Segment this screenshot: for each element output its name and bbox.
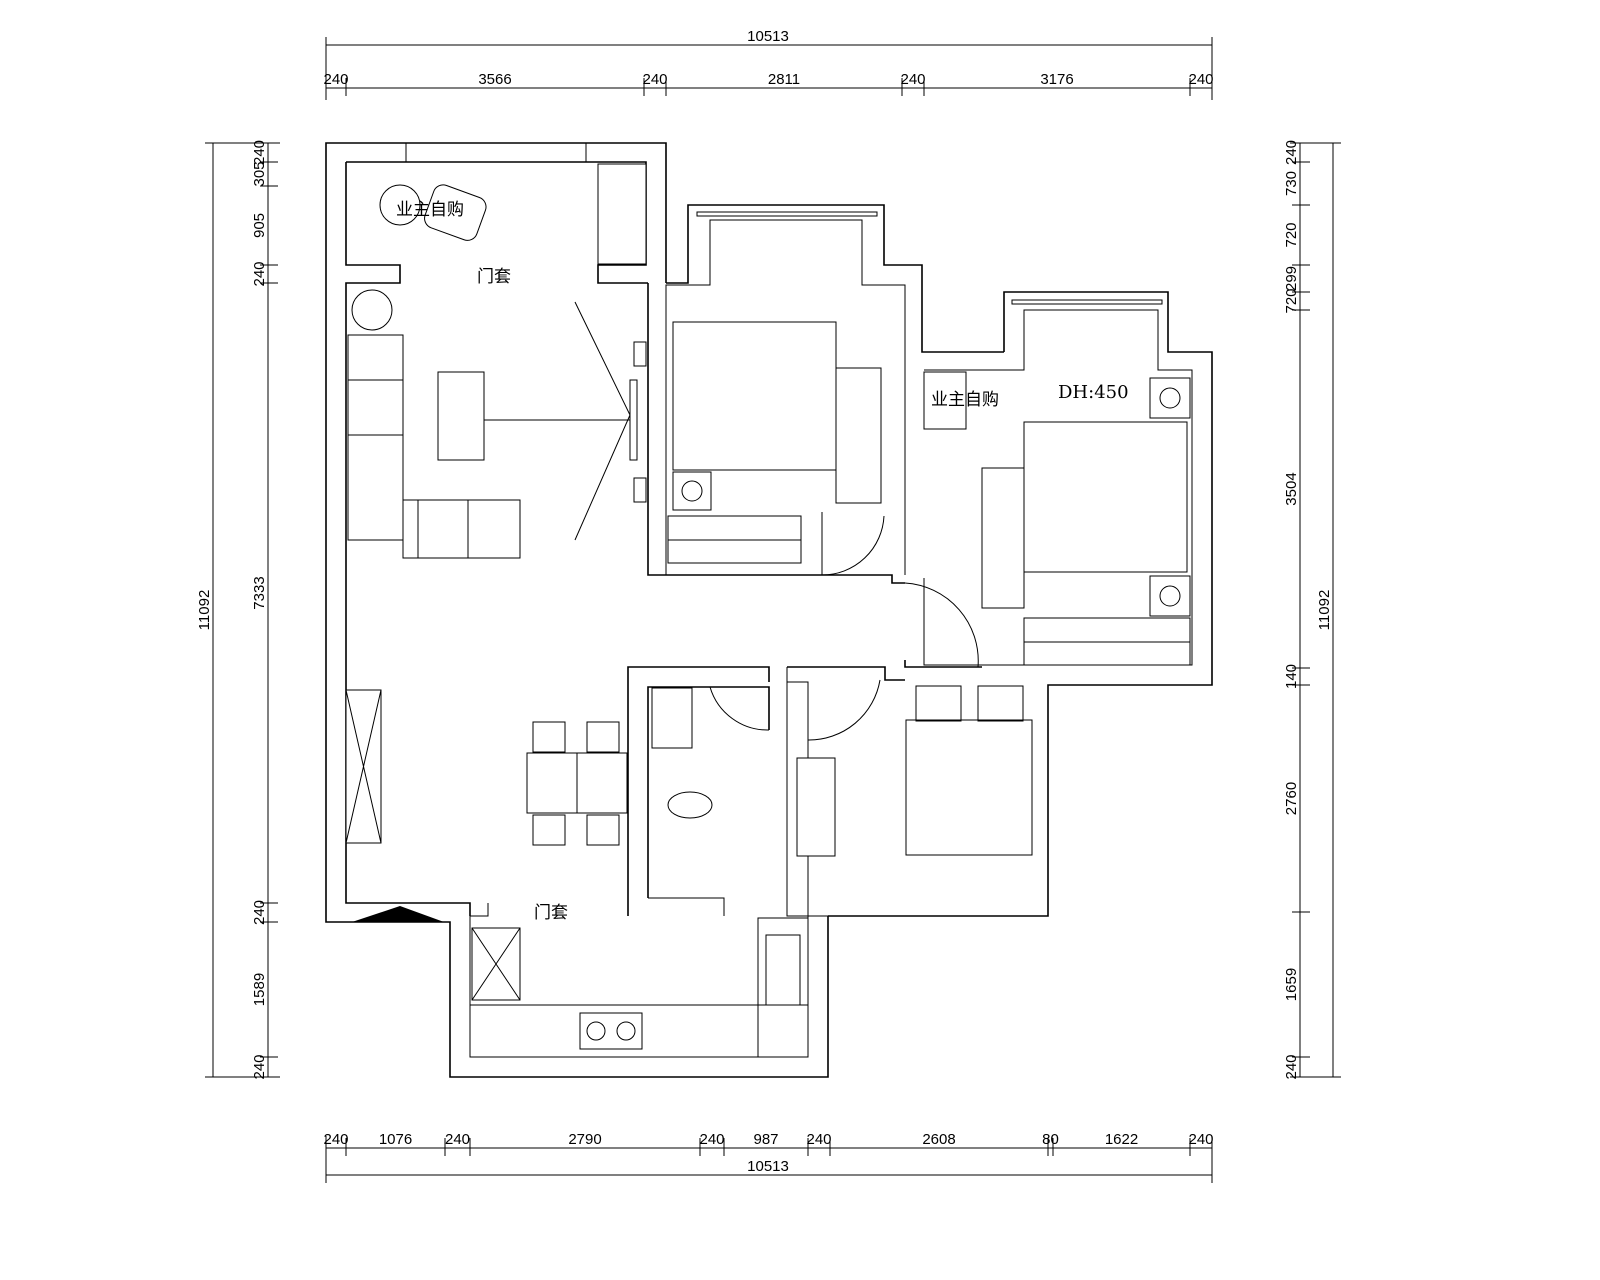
sink-icon [651,687,693,749]
dimension-label: 240 [806,1131,831,1148]
dimension-label: 1589 [251,973,268,1006]
entry-door-mat-icon [352,906,444,922]
nightstand-icon [1149,377,1191,419]
dimension-label: 240 [1283,140,1300,165]
dimension-label: 11092 [196,590,213,631]
dimension-label: 905 [251,213,268,238]
desk-icon [923,371,967,430]
dimension-label: 240 [900,71,925,88]
armchair-icon [424,184,487,241]
dimension-label: 730 [1283,171,1300,196]
dimension-lines: 240 3566 240 2811 240 3176 240 240 1076 240 2790 24… [196,28,1341,1183]
dimension-label: 10513 [747,1158,789,1175]
dimension-label: 11092 [1316,590,1333,631]
coffee-table-icon [437,371,485,461]
nightstand-icon [672,471,712,511]
dimension-label: 240 [445,1131,470,1148]
dimension-label: 240 [251,261,268,286]
dimension-label: 2608 [922,1131,955,1148]
dimension-label: 3566 [478,71,511,88]
sofa-icon [347,334,521,559]
dimension-label: 2811 [768,71,800,88]
dimension-label: 720 [1283,222,1300,247]
doors [484,301,979,741]
dimension-label: 240 [642,71,667,88]
door-frame-label: 门套 [534,903,568,923]
dimension-label: 240 [323,1131,348,1148]
bed-icon [1023,421,1188,573]
dimension-label: 299 [1283,266,1300,291]
chair-icon [532,721,566,753]
toilet-icon [667,791,713,819]
dimension-label: 2760 [1283,782,1300,815]
dimension-label: 140 [1283,664,1300,689]
bed-icon [672,321,837,471]
dimension-label: 240 [699,1131,724,1148]
plant-icon [351,289,393,331]
stove-icon [579,1012,643,1050]
furniture [345,163,1191,1050]
dimension-label: 240 [251,900,268,925]
room-labels: 门套 门套 业主自购 业主自购 DH:450 [396,200,1129,923]
dimension-label: 240 [323,71,348,88]
bed-icon [905,719,1033,856]
dimension-label: 987 [753,1131,778,1148]
chair-icon [586,721,620,753]
dimension-label: 240 [1283,1054,1300,1079]
owner-purchase-label: 业主自购 [931,390,999,410]
owner-purchase-label: 业主自购 [396,200,464,220]
desk-height-label: DH:450 [1058,382,1129,403]
dimension-label: 1622 [1105,1131,1138,1148]
dimension-label: 240 [251,140,268,165]
dimension-label: 2790 [568,1131,601,1148]
dimension-label: 80 [1042,1131,1059,1148]
dimension-label: 7333 [251,576,268,609]
dimension-label: 240 [251,1054,268,1079]
dimension-label: 3504 [1283,472,1300,505]
dimension-label: 1659 [1283,968,1300,1001]
chair-icon [532,814,566,846]
nightstand-icon [1149,575,1191,617]
dimension-label: 305 [251,161,268,186]
walls [325,142,1213,1078]
dimension-label: 3176 [1040,71,1073,88]
dimension-label: 10513 [747,28,789,45]
plant-icon [379,184,421,226]
chair-icon [586,814,620,846]
desk-icon [796,757,836,857]
dimension-label: 240 [1188,1131,1213,1148]
dimension-label: 720 [1283,288,1300,313]
door-frame-label: 门套 [477,267,511,287]
washer-icon [597,163,647,265]
kitchen-sink-icon [765,934,801,1006]
dimension-label: 240 [1188,71,1213,88]
dimension-label: 1076 [379,1131,412,1148]
